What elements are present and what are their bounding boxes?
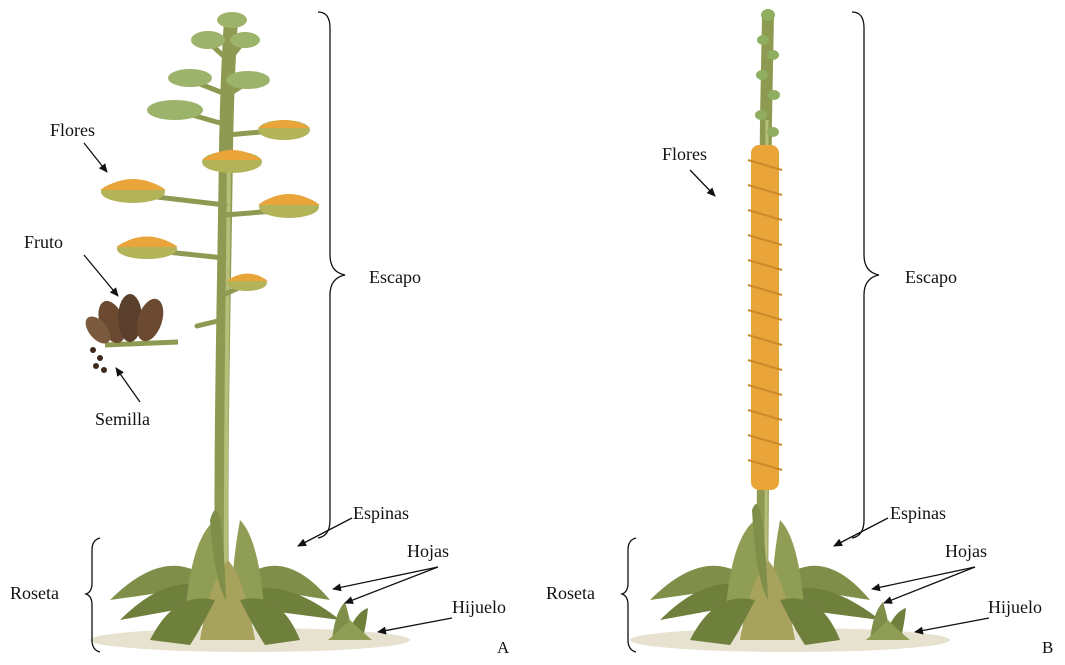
label-espinas-b: Espinas <box>890 503 946 523</box>
escapo-bracket-b <box>852 12 879 538</box>
label-flores-b: Flores <box>662 144 707 164</box>
panel-a: Flores Fruto Semilla Escapo Espinas Hoja… <box>10 12 510 657</box>
fruit-a <box>81 294 178 373</box>
label-fruto-a: Fruto <box>24 232 63 252</box>
label-escapo-b: Escapo <box>905 267 957 287</box>
label-hojas-b: Hojas <box>945 541 987 561</box>
label-hojas-a: Hojas <box>407 541 449 561</box>
label-hijuelo-b: Hijuelo <box>988 597 1042 617</box>
label-escapo-a: Escapo <box>369 267 421 287</box>
roseta-bracket-b <box>622 538 636 652</box>
panel-letter-b: B <box>1042 638 1053 657</box>
panel-letter-a: A <box>497 638 510 657</box>
label-roseta-b: Roseta <box>546 583 595 603</box>
arrows-a <box>84 143 452 632</box>
roseta-bracket-a <box>86 538 100 652</box>
label-semilla-a: Semilla <box>95 409 150 429</box>
label-espinas-a: Espinas <box>353 503 409 523</box>
label-flores-a: Flores <box>50 120 95 140</box>
flower-clusters-a <box>100 12 320 291</box>
label-roseta-a: Roseta <box>10 583 59 603</box>
escapo-bracket-a <box>318 12 345 538</box>
label-hijuelo-a: Hijuelo <box>452 597 506 617</box>
panel-b: Flores Escapo Espinas Hojas Roseta Hijue… <box>546 9 1053 657</box>
